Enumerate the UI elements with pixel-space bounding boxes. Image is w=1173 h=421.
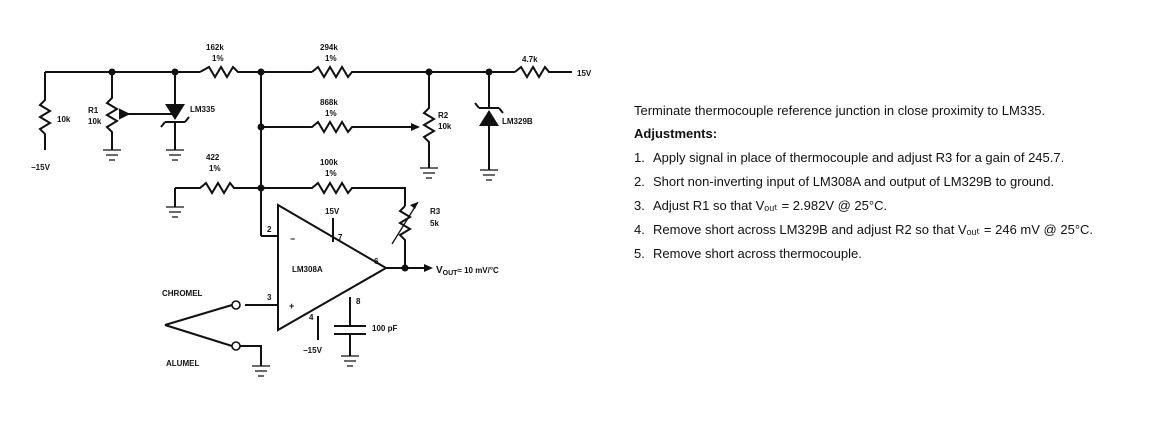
pin8-label: 8	[356, 297, 361, 306]
pin3-label: 3	[267, 293, 272, 302]
capacitor-100pf	[334, 318, 366, 367]
r162k-value: 162k	[206, 43, 224, 52]
intro-text: Terminate thermocouple reference junctio…	[634, 103, 1046, 118]
lm335-sensor	[160, 72, 190, 161]
notes-panel: Terminate thermocouple reference junctio…	[634, 102, 1139, 269]
lm329b-label: LM329B	[502, 117, 533, 126]
circuit-schematic: 162k 1% 294k 1% 4.7k 15V 10k −15V R1 10k…	[31, 43, 592, 377]
adjustment-step: 2. Short non-inverting input of LM308A an…	[634, 173, 1139, 190]
opamp-noninverting-sign: +	[289, 301, 294, 311]
r2-value: 10k	[438, 122, 452, 131]
lm335-label: LM335	[190, 105, 215, 114]
vout-scale: ≈ 10 mV/°C	[457, 266, 499, 275]
step-number: 2.	[634, 174, 645, 189]
r2-name: R2	[438, 111, 449, 120]
pin6-label: 6	[374, 257, 379, 266]
step-number: 5.	[634, 246, 645, 261]
negative-supply-left-label: −15V	[31, 163, 51, 172]
negative-supply-opamp-label: −15V	[303, 346, 323, 355]
opamp-inverting-sign: −	[290, 234, 295, 244]
resistor-10k-left	[38, 72, 52, 150]
step-text: Remove short across thermocouple.	[653, 246, 862, 261]
thermocouple	[164, 300, 270, 377]
resistor-100k	[261, 181, 406, 206]
r10k-left-value: 10k	[57, 115, 71, 124]
step-number: 4.	[634, 222, 645, 237]
adjustments-list: 1. Apply signal in place of thermocouple …	[634, 149, 1139, 262]
lm329b-reference	[474, 72, 504, 181]
pin2-label: 2	[267, 225, 272, 234]
adjustment-step: 5. Remove short across thermocouple.	[634, 245, 1139, 262]
r294k-tolerance: 1%	[325, 54, 337, 63]
r294k-value: 294k	[320, 43, 338, 52]
variable-resistor-r3	[391, 201, 419, 268]
adjustments-heading: Adjustments:	[634, 126, 718, 141]
r100k-value: 100k	[320, 158, 338, 167]
r1-name: R1	[88, 106, 99, 115]
step-number: 3.	[634, 198, 645, 213]
chromel-label: CHROMEL	[162, 289, 203, 298]
vout-label: VOUT≈ 10 mV/°C	[436, 265, 499, 277]
opamp-lm308a	[245, 203, 433, 340]
adjustment-step: 4. Remove short across LM329B and adjust …	[634, 221, 1139, 238]
r1-value: 10k	[88, 117, 102, 126]
pin7-label: 7	[338, 233, 343, 242]
r422-value: 422	[206, 153, 220, 162]
capacitor-value: 100 pF	[372, 324, 397, 333]
r868k-value: 868k	[320, 98, 338, 107]
r3-value: 5k	[430, 219, 439, 228]
step-number: 1.	[634, 150, 645, 165]
step-text: Remove short across LM329B and adjust R2…	[653, 222, 1094, 237]
resistor-868k	[261, 120, 420, 134]
vout-letter: V	[436, 265, 443, 276]
resistor-422	[166, 181, 261, 218]
top-rail	[45, 65, 572, 79]
positive-supply-label: 15V	[577, 69, 592, 78]
r100k-tolerance: 1%	[325, 169, 337, 178]
adjustment-step: 3. Adjust R1 so that Vₒᵤₜ = 2.982V @ 25°C…	[634, 197, 1139, 214]
r3-name: R3	[430, 207, 441, 216]
r422-tolerance: 1%	[209, 164, 221, 173]
adjustment-step: 1. Apply signal in place of thermocouple …	[634, 149, 1139, 166]
opamp-supply-label: 15V	[325, 207, 340, 216]
r868k-tolerance: 1%	[325, 109, 337, 118]
step-text: Apply signal in place of thermocouple an…	[653, 150, 1065, 165]
r4k7-value: 4.7k	[522, 55, 538, 64]
step-text: Short non-inverting input of LM308A and …	[653, 174, 1055, 189]
pin4-label: 4	[309, 313, 314, 322]
alumel-label: ALUMEL	[166, 359, 199, 368]
vout-subscript: OUT	[443, 270, 459, 277]
r162k-tolerance: 1%	[212, 54, 224, 63]
opamp-name-label: LM308A	[292, 265, 323, 274]
potentiometer-r2	[420, 72, 438, 179]
step-text: Adjust R1 so that Vₒᵤₜ = 2.982V @ 25°C.	[653, 198, 888, 213]
potentiometer-r1	[103, 72, 175, 161]
